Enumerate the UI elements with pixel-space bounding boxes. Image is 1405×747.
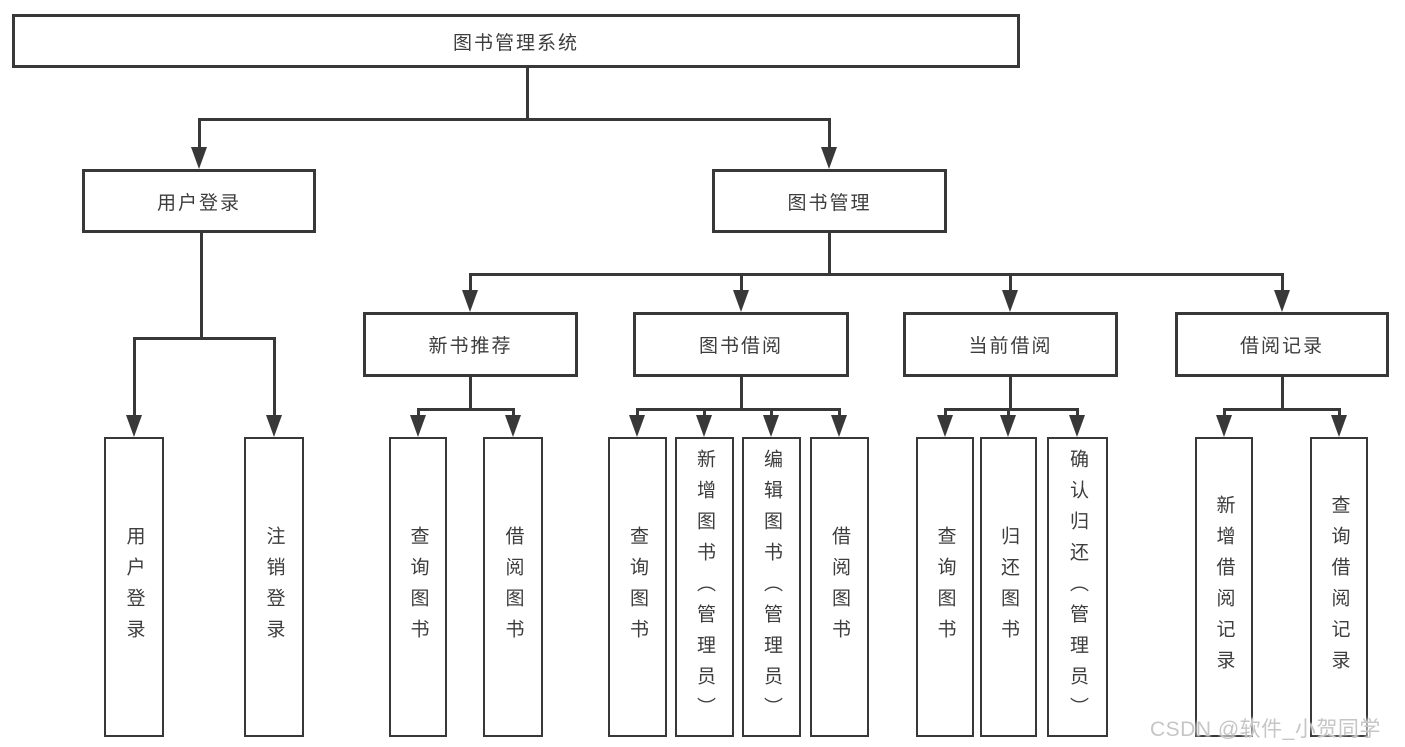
leaf-br-query-borrow-record: 查询借阅记录 xyxy=(1310,437,1368,737)
connector-to-leaf-logout xyxy=(273,337,276,429)
csdn-watermark: CSDN @软件_小贺同学 xyxy=(1150,718,1381,741)
leaf-cb-confirm-return-admin: 确认归还（管理员） xyxy=(1047,437,1108,737)
connector-book-management-stem xyxy=(828,233,831,273)
connector-to-current-borrowing xyxy=(1009,273,1012,304)
connector-to-leaf-user-login xyxy=(133,337,136,429)
node-book-management: 图书管理 xyxy=(712,169,947,233)
arrow-down-icon xyxy=(937,415,953,437)
connector-user-login-bus xyxy=(133,337,276,340)
leaf-br-add-borrow-record: 新增借阅记录 xyxy=(1195,437,1253,737)
arrow-down-icon xyxy=(266,415,282,437)
connector-current-borrowing-bus xyxy=(944,408,1078,411)
connector-book-borrowing-stem xyxy=(740,377,743,408)
arrow-down-icon xyxy=(1002,290,1018,312)
connector-user-login-stem xyxy=(200,233,203,337)
connector-to-new-book-recommendation xyxy=(469,273,472,304)
leaf-bb-query-books: 查询图书 xyxy=(608,437,667,737)
connector-level3-bus xyxy=(469,273,1283,276)
connector-new-book-rec-bus xyxy=(417,408,514,411)
arrow-down-icon xyxy=(126,415,142,437)
arrow-down-icon xyxy=(733,290,749,312)
arrow-down-icon xyxy=(1274,290,1290,312)
connector-to-borrowing-records xyxy=(1281,273,1284,304)
leaf-rec-borrow-books: 借阅图书 xyxy=(483,437,543,737)
connector-root-stem xyxy=(526,68,529,118)
connector-borrowing-records-stem xyxy=(1281,377,1284,408)
node-new-book-recommendation: 新书推荐 xyxy=(363,312,578,377)
leaf-cb-return-books: 归还图书 xyxy=(980,437,1037,737)
leaf-bb-borrow-books: 借阅图书 xyxy=(810,437,869,737)
connector-new-book-rec-stem xyxy=(469,377,472,408)
leaf-user-login: 用户登录 xyxy=(104,437,164,737)
arrow-down-icon xyxy=(821,147,837,169)
arrow-down-icon xyxy=(831,415,847,437)
connector-level2-bus xyxy=(198,118,831,121)
leaf-bb-add-books-admin: 新增图书（管理员） xyxy=(675,437,734,737)
connector-borrowing-records-bus xyxy=(1223,408,1340,411)
arrow-down-icon xyxy=(1000,415,1016,437)
node-borrowing-records: 借阅记录 xyxy=(1175,312,1389,377)
leaf-logout-login: 注销登录 xyxy=(244,437,304,737)
arrow-down-icon xyxy=(696,415,712,437)
leaf-bb-edit-books-admin: 编辑图书（管理员） xyxy=(742,437,801,737)
arrow-down-icon xyxy=(410,415,426,437)
node-library-management-system: 图书管理系统 xyxy=(12,14,1020,68)
arrow-down-icon xyxy=(1331,415,1347,437)
connector-to-user-login xyxy=(198,118,201,161)
node-user-login: 用户登录 xyxy=(82,169,316,233)
connector-book-borrowing-bus xyxy=(636,408,840,411)
arrow-down-icon xyxy=(505,415,521,437)
arrow-down-icon xyxy=(629,415,645,437)
node-book-borrowing: 图书借阅 xyxy=(633,312,849,377)
connector-to-book-borrowing xyxy=(740,273,743,304)
leaf-cb-query-books: 查询图书 xyxy=(916,437,974,737)
node-current-borrowing: 当前借阅 xyxy=(903,312,1118,377)
arrow-down-icon xyxy=(1216,415,1232,437)
connector-to-book-management xyxy=(828,118,831,161)
arrow-down-icon xyxy=(191,147,207,169)
arrow-down-icon xyxy=(462,290,478,312)
connector-current-borrowing-stem xyxy=(1009,377,1012,408)
leaf-rec-query-books: 查询图书 xyxy=(389,437,447,737)
arrow-down-icon xyxy=(1069,415,1085,437)
arrow-down-icon xyxy=(763,415,779,437)
